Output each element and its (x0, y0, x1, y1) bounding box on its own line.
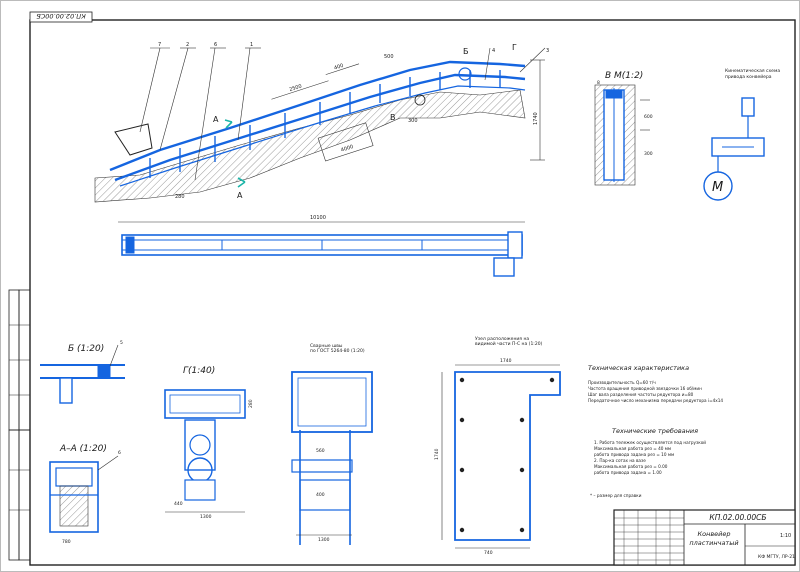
top-code-box: КП.02.00.00СБ (29, 11, 93, 23)
foot-note: * – размер для справки (590, 493, 642, 498)
svg-text:280: 280 (248, 399, 254, 408)
svg-text:600: 600 (644, 114, 653, 120)
pos-1: 1 (250, 42, 253, 48)
pos-6: 6 (214, 42, 217, 48)
loading-hopper (114, 123, 153, 156)
tech-title: Техническая характеристика (588, 364, 689, 372)
section-a-top: А (213, 115, 219, 124)
title-block: КП.02.00.00СБ Конвейер пластинчатый 1:10… (613, 509, 796, 566)
motor-symbol (703, 171, 733, 201)
belt-return (119, 85, 526, 187)
belt-lower (114, 73, 526, 182)
view-v-title: В М(1:2) (605, 71, 643, 81)
kinematic-caption: Кинематическая схема привода конвейера (725, 68, 782, 80)
view-v: В М(1:2) 600 300 8 (594, 71, 653, 186)
main-conveyor-view: 1740 2500 4000 400 500 280 300 (94, 42, 549, 203)
dim-300: 300 (408, 118, 418, 124)
title-scale: 1:10 (780, 533, 791, 539)
kinematic-scheme: Кинематическая схема привода конвейера M (703, 68, 782, 201)
svg-text:780: 780 (62, 539, 71, 545)
tech-line-2: Частота вращения приводной звездочки 16 … (588, 386, 702, 391)
dim-plan-length: 10100 (310, 215, 326, 221)
drive-sprocket (458, 67, 472, 81)
ground-profile (94, 89, 526, 203)
svg-text:2500: 2500 (289, 83, 303, 93)
svg-text:1300: 1300 (318, 537, 330, 543)
svg-text:8: 8 (597, 80, 600, 86)
section-aa-title: А–А (1:20) (59, 444, 107, 454)
marker-v: В (390, 113, 396, 122)
dim-400: 400 (325, 63, 360, 75)
svg-text:400: 400 (333, 63, 344, 72)
tech-line-3: Шаг вала разделения частоты редуктора и=… (588, 392, 694, 397)
view-v-circle (414, 94, 426, 106)
section-aa: А–А (1:20) 780 6 (49, 444, 121, 545)
plate-outline (454, 371, 561, 541)
dim-2500: 2500 (271, 80, 329, 100)
section-g-title: Г(1:40) (183, 366, 215, 376)
pos-3: 3 (546, 48, 549, 54)
svg-text:1740: 1740 (500, 358, 512, 364)
tech-notes: Техническая характеристика Производитель… (588, 364, 723, 498)
req-title: Технические требования (612, 427, 698, 435)
pos-2: 2 (186, 42, 189, 48)
leaders (139, 47, 546, 181)
title-line-1: Конвейер (697, 530, 730, 538)
marker-g: Г (512, 43, 517, 52)
section-g: Г(1:40) 1300 440 280 (164, 366, 254, 520)
svg-text:300: 300 (644, 151, 653, 157)
req-line-5: Максимальная работа рез = 0.00 (594, 464, 668, 469)
req-line-6: работа привода задана = 1.00 (594, 470, 662, 475)
section-b: Б (1:20) 5 (40, 340, 125, 404)
svg-text:5: 5 (120, 340, 123, 346)
plan-view: 10100 (118, 215, 525, 277)
frame-detail: Сварные швы по ГОСТ 5264-80 (1:20) 1300 … (291, 343, 373, 545)
svg-text:4000: 4000 (340, 144, 354, 154)
svg-text:400: 400 (316, 492, 325, 498)
title-code: КП.02.00.00СБ (709, 513, 766, 522)
svg-text:440: 440 (174, 501, 183, 507)
title-line-2: пластинчатый (689, 539, 738, 547)
joint-note: Сварные швы по ГОСТ 5264-80 (1:20) (310, 343, 365, 354)
pos-7: 7 (158, 42, 161, 48)
dim-4000: 4000 (317, 122, 374, 162)
svg-text:560: 560 (316, 448, 325, 454)
svg-text:6: 6 (118, 450, 121, 456)
req-line-3: работа привода задана рез = 10 мм (594, 452, 674, 457)
dim-280: 280 (175, 194, 185, 200)
req-line-2: Максимальная работа рез = 40 мм (594, 446, 671, 451)
req-line-1: 1. Работа тележек осуществляется под наг… (594, 440, 706, 445)
title-sheet: КФ МГТУ, ЛР-21 (758, 554, 795, 560)
plate-detail: Узел расположения на видимой части П-С н… (434, 336, 561, 556)
svg-text:1740: 1740 (434, 448, 440, 460)
dim-right-main: 1740 (533, 112, 539, 125)
marker-b: Б (463, 47, 469, 56)
dim-500: 500 (384, 54, 394, 60)
req-line-4: 2. Пар-ка сотах на вазе (594, 458, 646, 463)
svg-text:740: 740 (484, 550, 493, 556)
left-margin-table (8, 289, 31, 561)
frame-note: Узел расположения на видимой части П-С н… (475, 336, 543, 347)
svg-text:1300: 1300 (200, 514, 212, 520)
pos-4: 4 (492, 48, 495, 54)
tech-line-4: Передаточное число механизма передачи ре… (588, 398, 723, 403)
section-b-title: Б (1:20) (68, 344, 104, 354)
supports (149, 70, 501, 178)
motor-label: M (712, 180, 723, 195)
section-a-bottom: А (237, 191, 243, 200)
top-code-text: КП.02.00.00СБ (36, 12, 86, 20)
belt-upper (109, 60, 526, 172)
tech-line-1: Производительность Q=60 т/ч (588, 380, 656, 385)
